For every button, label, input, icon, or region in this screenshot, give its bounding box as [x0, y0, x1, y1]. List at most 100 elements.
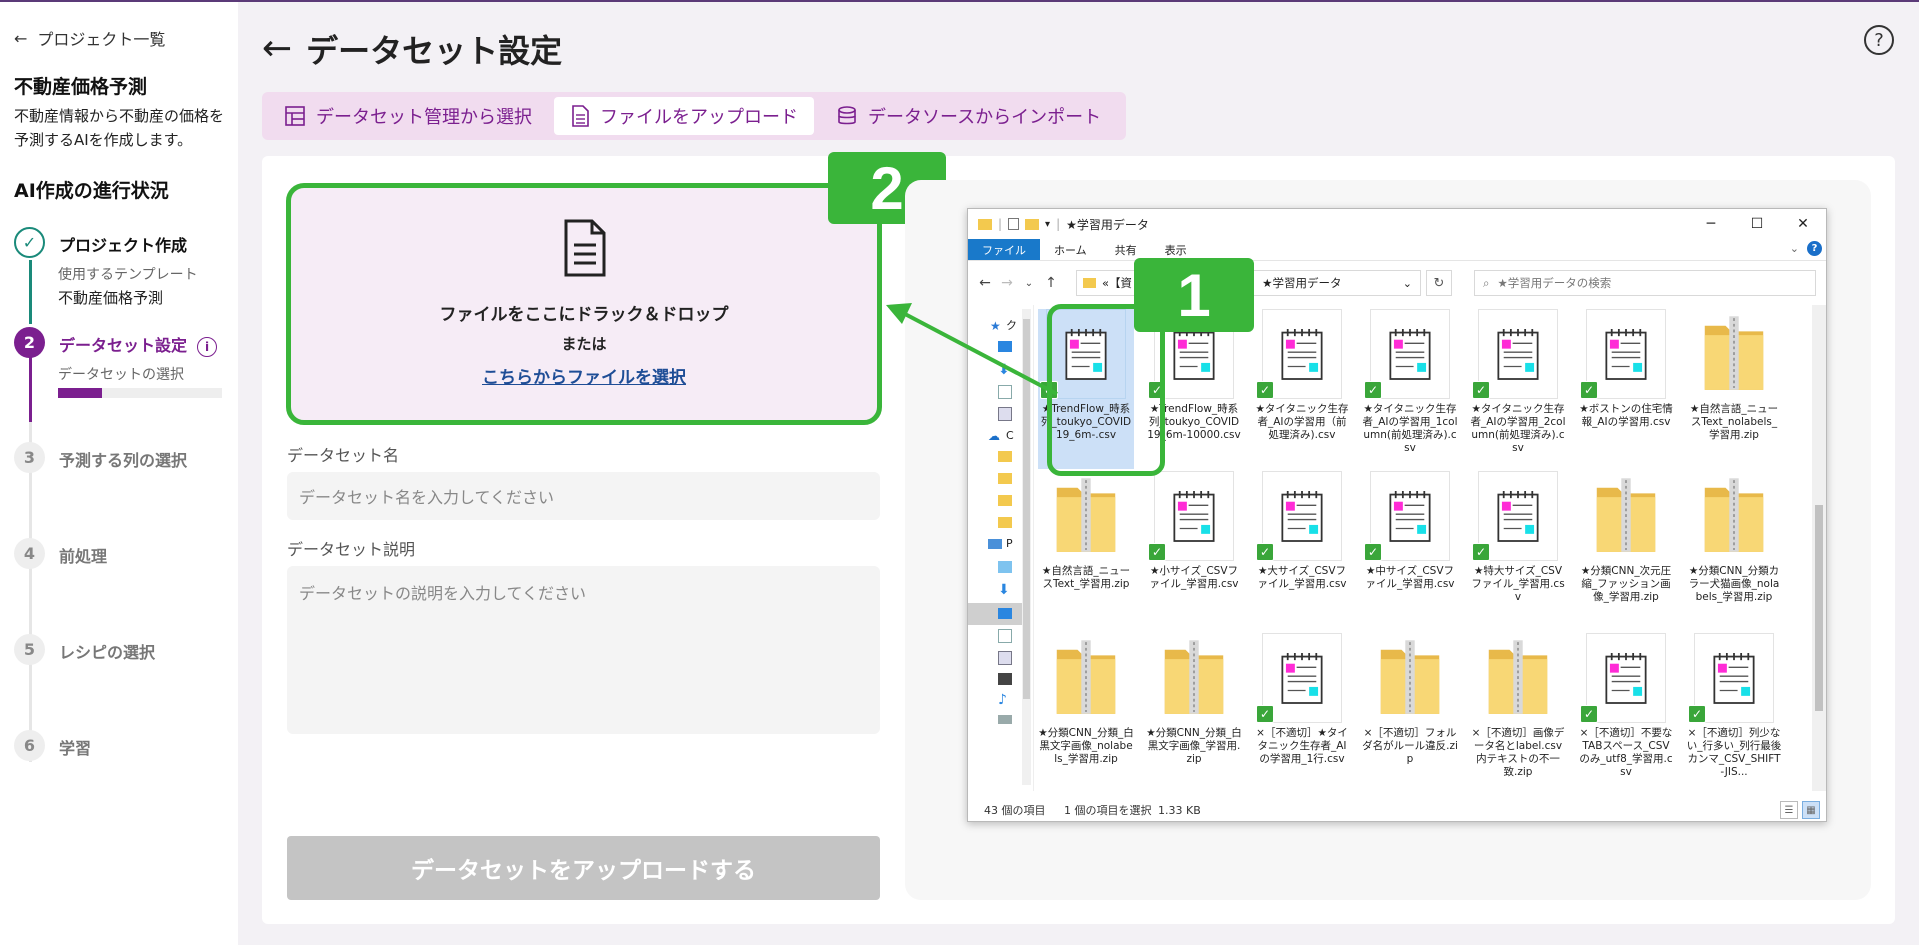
- recent-dropdown-icon[interactable]: ⌄: [1024, 277, 1034, 289]
- file-item[interactable]: ★自然言語_ニュースText_学習用.zip: [1038, 471, 1134, 631]
- pictures-icon[interactable]: [998, 651, 1012, 665]
- 3d-objects-icon[interactable]: [998, 561, 1012, 573]
- back-icon[interactable]: ←: [979, 275, 991, 291]
- onedrive-cloud-icon[interactable]: ☁: [988, 429, 1000, 443]
- step-training[interactable]: 6 学習: [14, 730, 91, 761]
- refresh-icon[interactable]: ↻: [1426, 270, 1452, 296]
- dataset-description-input[interactable]: データセットの説明を入力してください: [287, 566, 880, 734]
- pc-monitor-icon[interactable]: [988, 539, 1002, 549]
- ribbon-tab-home[interactable]: ホーム: [1054, 243, 1087, 257]
- file-item[interactable]: ✓★タイタニック生存者_AIの学習用_2column(前処理済み).csv: [1470, 309, 1566, 469]
- selection-checkbox-icon[interactable]: ✓: [1364, 381, 1382, 399]
- file-item[interactable]: ✓×［不適切］★タイタニック生存者_AIの学習用_1行.csv: [1254, 633, 1350, 791]
- selection-checkbox-icon[interactable]: ✓: [1580, 705, 1598, 723]
- file-item[interactable]: ★自然言語_ニュースText_nolabels_学習用.zip: [1686, 309, 1782, 469]
- download-icon[interactable]: ⬇: [998, 582, 1010, 598]
- file-item[interactable]: ✓★中サイズ_CSVファイル_学習用.csv: [1362, 471, 1458, 631]
- back-to-projects-link[interactable]: ← プロジェクト一覧: [14, 26, 165, 50]
- file-grid-scroll-thumb[interactable]: [1815, 505, 1823, 711]
- folder-icon[interactable]: [998, 451, 1012, 462]
- file-item[interactable]: ✓×［不適切］不要なTABスペース_CSVのみ_utf8_学習用.csv: [1578, 633, 1674, 791]
- file-item[interactable]: ✓★TrendFlow_時系列_toukyo_COVID19_6m-10000.…: [1146, 309, 1242, 469]
- file-item[interactable]: ★分類CNN_分類カラー犬猫画像_nolabels_学習用.zip: [1686, 471, 1782, 631]
- selection-checkbox-icon[interactable]: ✓: [1472, 543, 1490, 561]
- desktop-icon[interactable]: [998, 341, 1012, 352]
- download-icon[interactable]: ⬇: [998, 362, 1010, 378]
- expand-ribbon-icon[interactable]: ⌄: [1789, 242, 1799, 255]
- info-icon[interactable]: i: [197, 336, 218, 357]
- selection-checkbox-icon[interactable]: ✓: [1256, 543, 1274, 561]
- ribbon-tab-file[interactable]: ファイル: [968, 239, 1040, 260]
- file-item[interactable]: ✓★大サイズ_CSVファイル_学習用.csv: [1254, 471, 1350, 631]
- minimize-icon[interactable]: ─: [1706, 216, 1716, 232]
- file-item[interactable]: ✓★タイタニック生存者_AIの学習用_1column(前処理済み).csv: [1362, 309, 1458, 469]
- nav-scrollbar[interactable]: [1022, 309, 1031, 785]
- dropzone-instruction: ファイルをここにドラック＆ドロップ: [439, 305, 729, 325]
- dataset-name-input[interactable]: データセット名を入力してください: [287, 472, 880, 520]
- maximize-icon[interactable]: ☐: [1750, 216, 1764, 232]
- selection-checkbox-icon[interactable]: ✓: [1472, 381, 1490, 399]
- folder-icon[interactable]: [998, 517, 1012, 528]
- folder-icon[interactable]: [998, 473, 1012, 484]
- file-name: ★分類CNN_分類_白黒文字画像_学習用.zip: [1146, 727, 1242, 765]
- explorer-search-input[interactable]: ⌕ ★学習用データの検索: [1474, 270, 1816, 296]
- file-item[interactable]: ✓★特大サイズ_CSVファイル_学習用.csv: [1470, 471, 1566, 631]
- file-item[interactable]: ★分類CNN_分類_白黒文字画像_学習用.zip: [1146, 633, 1242, 791]
- file-item[interactable]: ×［不適切］フォルダ名がルール違反.zip: [1362, 633, 1458, 791]
- desktop-icon[interactable]: [968, 603, 1022, 625]
- file-item[interactable]: ×［不適切］画像データ名とlabel.csv内テキストの不一致.zip: [1470, 633, 1566, 791]
- selection-checkbox-icon[interactable]: ✓: [1256, 705, 1274, 723]
- video-icon[interactable]: [998, 673, 1012, 685]
- step-preprocess[interactable]: 4 前処理: [14, 538, 107, 569]
- properties-icon[interactable]: [1008, 218, 1020, 230]
- documents-icon[interactable]: [998, 385, 1012, 399]
- music-icon[interactable]: ♪: [998, 692, 1007, 708]
- upload-dataset-button[interactable]: データセットをアップロードする: [287, 836, 880, 900]
- file-item[interactable]: ✓★ボストンの住宅情報_AIの学習用.csv: [1578, 309, 1674, 469]
- tab-file-upload[interactable]: ファイルをアップロード: [554, 97, 814, 135]
- selection-checkbox-icon[interactable]: ✓: [1688, 705, 1706, 723]
- file-grid-scrollbar[interactable]: [1812, 305, 1826, 791]
- file-item[interactable]: ★分類CNN_分類_白黒文字画像_nolabels_学習用.zip: [1038, 633, 1134, 791]
- step-project-create[interactable]: ✓ プロジェクト作成: [14, 227, 187, 258]
- selection-checkbox-icon[interactable]: ✓: [1256, 381, 1274, 399]
- ribbon-tab-share[interactable]: 共有: [1114, 243, 1137, 257]
- folder-icon[interactable]: [998, 495, 1012, 506]
- up-icon[interactable]: ↑: [1045, 275, 1057, 291]
- explorer-help-icon[interactable]: ?: [1807, 241, 1822, 256]
- close-icon[interactable]: ✕: [1797, 216, 1809, 232]
- step-target-column[interactable]: 3 予測する列の選択: [14, 442, 187, 473]
- documents-icon[interactable]: [998, 629, 1012, 643]
- file-item[interactable]: ✓★小サイズ_CSVファイル_学習用.csv: [1146, 471, 1242, 631]
- selection-checkbox-icon[interactable]: ✓: [1364, 543, 1382, 561]
- file-dropzone[interactable]: ファイルをここにドラック＆ドロップ または こちらからファイルを選択: [286, 183, 882, 425]
- tab-datasource-import[interactable]: データソースからインポート: [820, 97, 1117, 135]
- file-item[interactable]: ✓★タイタニック生存者_AIの学習用（前処理済み).csv: [1254, 309, 1350, 469]
- details-view-icon[interactable]: ☰: [1780, 801, 1798, 819]
- pictures-icon[interactable]: [998, 407, 1012, 421]
- drive-icon[interactable]: [998, 715, 1012, 724]
- window-controls: ─ ☐ ✕: [1688, 209, 1826, 239]
- selection-checkbox-icon[interactable]: ✓: [1148, 543, 1166, 561]
- select-file-link[interactable]: こちらからファイルを選択: [482, 368, 686, 388]
- selection-checkbox-icon[interactable]: ✓: [1580, 381, 1598, 399]
- tab-dataset-management[interactable]: データセット管理から選択: [268, 97, 548, 135]
- file-item[interactable]: ✓×［不適切］列少ない_行多い_列行最後カンマ_CSV_SHIFT-JIS...: [1686, 633, 1782, 791]
- large-icons-view-icon[interactable]: ▦: [1802, 801, 1820, 819]
- status-selected: 1 個の項目を選択: [1064, 804, 1152, 817]
- quick-access-star-icon[interactable]: ★: [990, 319, 1001, 333]
- notepad-file-icon: [1370, 471, 1450, 561]
- ribbon-tab-view[interactable]: 表示: [1164, 243, 1187, 257]
- forward-icon[interactable]: →: [1001, 275, 1013, 291]
- back-arrow-icon[interactable]: ←: [262, 28, 293, 69]
- quick-access-dropdown-icon[interactable]: ▾: [1045, 218, 1051, 230]
- address-dropdown-icon[interactable]: ⌄: [1402, 276, 1412, 290]
- file-item[interactable]: ★分類CNN_次元圧縮_ファッション画像_学習用.zip: [1578, 471, 1674, 631]
- file-name: ★自然言語_ニュースText_nolabels_学習用.zip: [1689, 403, 1779, 441]
- step-recipe[interactable]: 5 レシピの選択: [14, 634, 155, 665]
- new-folder-icon[interactable]: [1025, 218, 1040, 230]
- nav-scroll-thumb[interactable]: [1023, 319, 1030, 699]
- top-accent-line: [0, 0, 1919, 2]
- help-icon[interactable]: ?: [1864, 25, 1894, 55]
